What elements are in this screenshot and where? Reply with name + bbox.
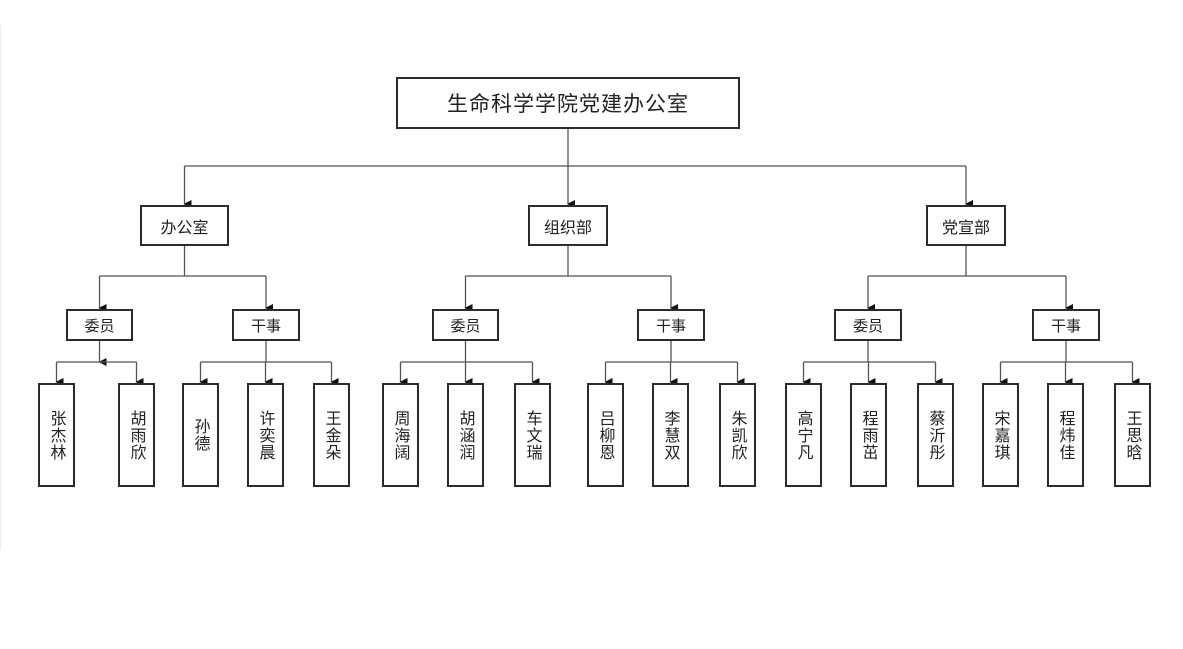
member-node[interactable]: 车文瑞 [514, 383, 551, 487]
role-label: 委员 [852, 316, 883, 335]
department-node[interactable]: 办公室 [140, 205, 229, 246]
department-label: 党宣部 [941, 217, 990, 237]
member-node[interactable]: 高宁凡 [785, 383, 822, 487]
department-node[interactable]: 党宣部 [926, 205, 1006, 246]
member-name: 张杰林 [47, 409, 67, 461]
member-name: 周海阔 [391, 409, 411, 461]
department-label: 组织部 [543, 217, 592, 237]
member-node[interactable]: 程炜佳 [1047, 383, 1084, 487]
member-name: 王思晗 [1123, 409, 1143, 461]
member-name: 许奕晨 [256, 409, 276, 461]
member-node[interactable]: 宋嘉琪 [982, 383, 1019, 487]
member-name: 王金朵 [322, 409, 342, 461]
member-name: 李慧双 [661, 409, 681, 461]
role-node[interactable]: 干事 [1032, 309, 1100, 341]
role-node[interactable]: 委员 [432, 309, 499, 341]
root-label: 生命科学学院党建办公室 [447, 92, 689, 116]
role-node[interactable]: 干事 [232, 309, 300, 341]
member-node[interactable]: 周海阔 [382, 383, 419, 487]
role-label: 干事 [250, 316, 281, 335]
member-node[interactable]: 张杰林 [38, 383, 75, 487]
member-name: 吕柳恩 [596, 409, 616, 461]
member-node[interactable]: 程雨茁 [850, 383, 887, 487]
role-label: 委员 [84, 316, 115, 335]
department-label: 办公室 [160, 217, 209, 237]
member-name: 朱凯欣 [728, 409, 748, 461]
member-node[interactable]: 李慧双 [652, 383, 689, 487]
role-node[interactable]: 委员 [66, 309, 133, 341]
member-name: 胡雨欣 [127, 409, 147, 461]
role-label: 干事 [655, 316, 686, 335]
member-name: 蔡沂彤 [926, 409, 946, 461]
member-name: 孙德 [191, 418, 211, 452]
member-name: 程炜佳 [1056, 409, 1076, 461]
department-node[interactable]: 组织部 [528, 205, 608, 246]
member-node[interactable]: 吕柳恩 [587, 383, 624, 487]
member-node[interactable]: 王金朵 [313, 383, 350, 487]
member-node[interactable]: 朱凯欣 [719, 383, 756, 487]
member-name: 车文瑞 [523, 409, 543, 461]
member-node[interactable]: 孙德 [182, 383, 219, 487]
member-name: 程雨茁 [859, 409, 879, 461]
role-label: 干事 [1050, 316, 1081, 335]
member-node[interactable]: 许奕晨 [247, 383, 284, 487]
role-node[interactable]: 委员 [834, 309, 902, 341]
member-name: 宋嘉琪 [991, 409, 1011, 461]
role-label: 委员 [450, 316, 481, 335]
member-name: 高宁凡 [794, 409, 814, 461]
root-node[interactable]: 生命科学学院党建办公室 [396, 77, 740, 129]
page-edge-line [0, 25, 1, 550]
member-name: 胡涵润 [456, 409, 476, 461]
role-node[interactable]: 干事 [637, 309, 705, 341]
member-node[interactable]: 王思晗 [1114, 383, 1151, 487]
member-node[interactable]: 胡雨欣 [118, 383, 155, 487]
member-node[interactable]: 胡涵润 [447, 383, 484, 487]
member-node[interactable]: 蔡沂彤 [917, 383, 954, 487]
